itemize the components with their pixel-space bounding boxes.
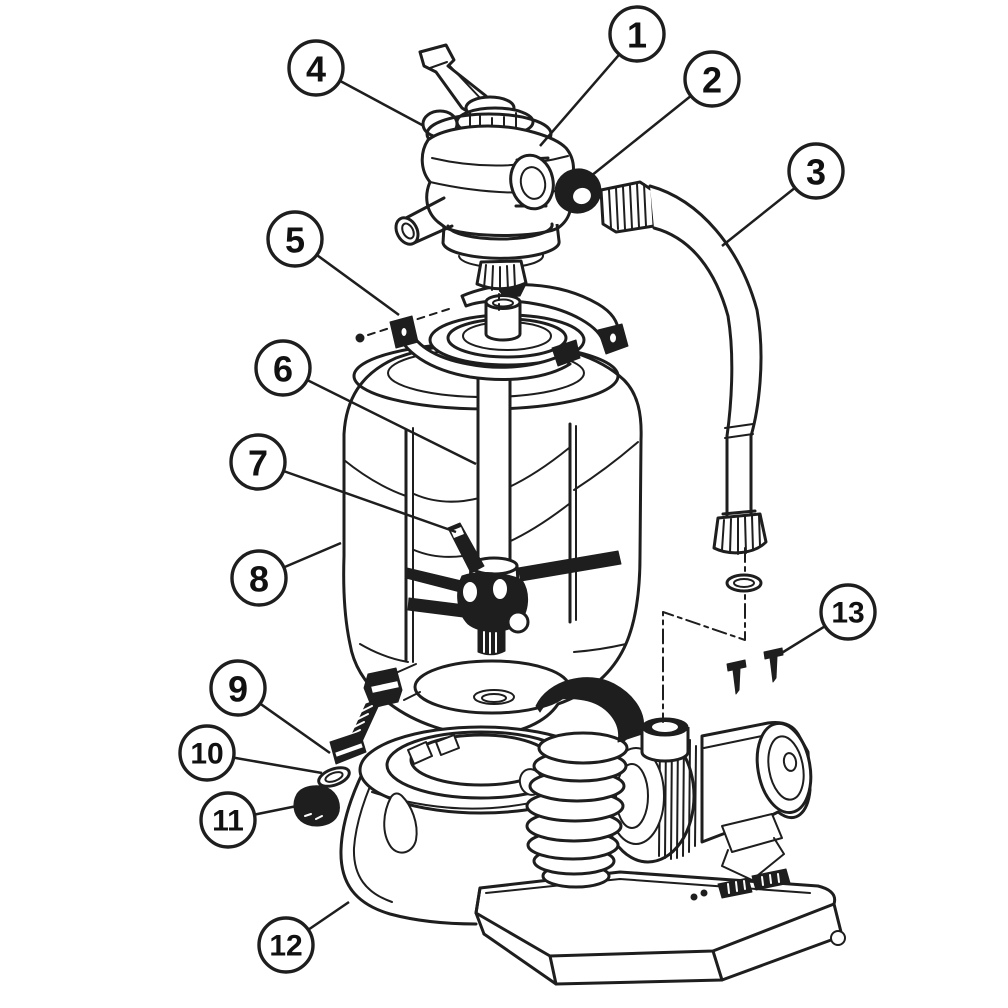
callout-number-12: 12 — [269, 930, 302, 963]
hose-union-nut — [712, 512, 768, 555]
pump-inlet-port — [640, 717, 690, 763]
callout-number-8: 8 — [249, 559, 269, 600]
callout-leader-11 — [254, 804, 298, 816]
callout-leader-5 — [316, 253, 400, 317]
callout-number-4: 4 — [306, 49, 326, 90]
drain-assembly — [293, 663, 421, 827]
callout-leader-2 — [590, 94, 692, 177]
callout-number-7: 7 — [248, 443, 268, 484]
bellows-hose — [525, 731, 629, 889]
base-foot — [830, 930, 846, 946]
callout-circle-7 — [229, 433, 287, 491]
callout-number-6: 6 — [273, 349, 293, 390]
pump-assembly — [525, 677, 813, 901]
callout-circle-11 — [199, 791, 257, 849]
multiport-valve — [394, 43, 575, 311]
callout-leader-13 — [779, 625, 826, 656]
callout-leader-6 — [306, 378, 477, 466]
callout-circle-10 — [178, 724, 236, 782]
hose-adapter-nut — [599, 180, 656, 234]
callout-circle-8 — [230, 549, 288, 607]
callout-circle-2 — [683, 50, 741, 108]
clamp-ring — [355, 277, 629, 381]
terminal-block — [690, 868, 791, 901]
callout-circle-9 — [209, 659, 267, 717]
sight-ball — [506, 610, 530, 634]
basin-cutout — [383, 792, 418, 854]
pump-motor — [700, 720, 813, 844]
callout-circle-4 — [287, 39, 345, 97]
callout-number-3: 3 — [806, 152, 826, 193]
callout-leader-7 — [283, 469, 457, 534]
callout-circle-5 — [266, 210, 324, 268]
callout-leader-1 — [539, 53, 621, 147]
callout-circle-3 — [787, 142, 845, 200]
callout-leader-3 — [721, 186, 796, 247]
callout-circle-12 — [257, 916, 315, 974]
callout-number-5: 5 — [285, 220, 305, 261]
standpipe-stub — [484, 294, 522, 342]
callout-number-11: 11 — [212, 805, 244, 838]
filter-tank — [342, 340, 643, 737]
callout-number-9: 9 — [228, 669, 248, 710]
callout-leader-9 — [259, 702, 331, 755]
base-plate — [474, 870, 846, 986]
drain-cap — [293, 785, 340, 827]
clamp-bolt-left — [355, 333, 365, 343]
assembly-centerline — [662, 547, 746, 723]
callout-circle-6 — [254, 339, 312, 397]
valve-diffuser — [475, 259, 528, 292]
callout-circle-13 — [819, 583, 877, 641]
callout-number-13: 13 — [831, 597, 864, 630]
mounting-screws — [726, 647, 784, 695]
drain-stem — [329, 697, 383, 765]
motor-bracket — [721, 813, 785, 881]
callout-leader-4 — [339, 79, 425, 128]
hose-oring — [725, 573, 763, 593]
callout-number-1: 1 — [627, 15, 647, 56]
callout-leader-12 — [307, 900, 350, 931]
filter-hose — [648, 184, 768, 555]
callout-circle-1 — [608, 5, 666, 63]
callout-number-10: 10 — [190, 738, 223, 771]
callout-leader-8 — [283, 541, 342, 569]
callout-number-2: 2 — [702, 60, 722, 101]
callout-leader-10 — [233, 756, 323, 775]
lateral-assembly — [405, 522, 622, 656]
